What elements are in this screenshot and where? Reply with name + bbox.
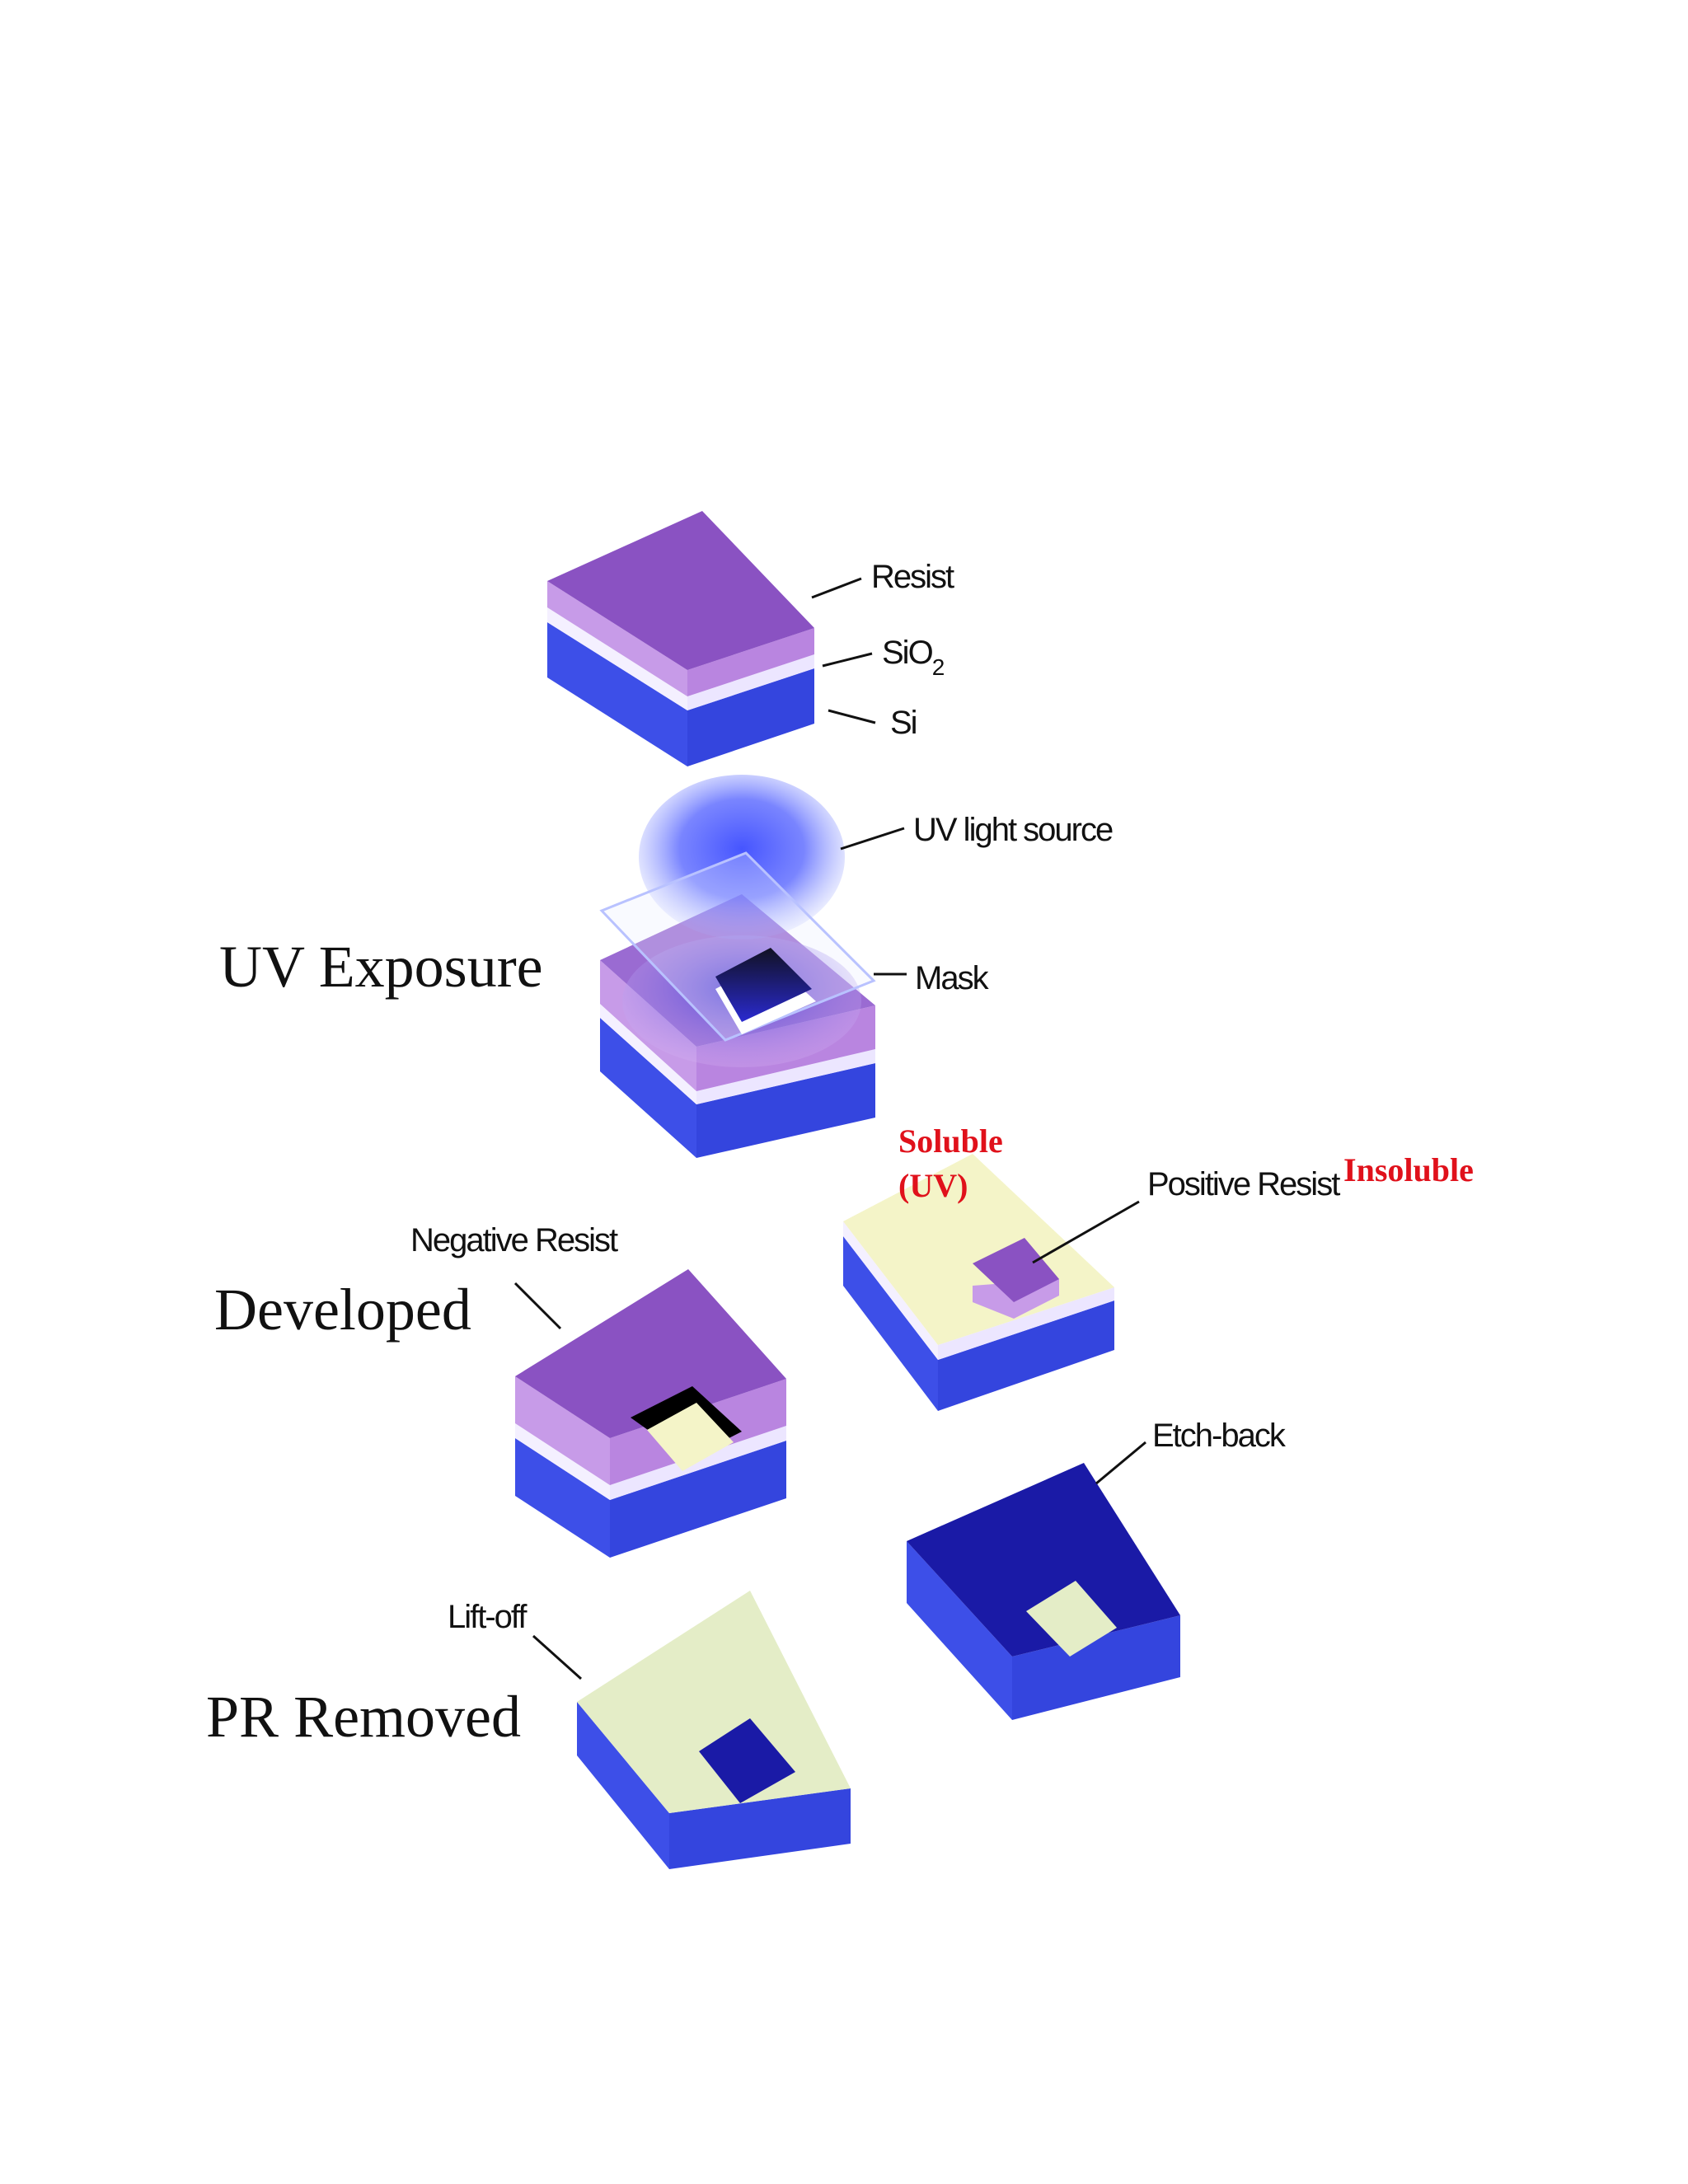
resist-top-face xyxy=(547,511,814,670)
resist-right-face xyxy=(687,628,814,696)
pos-oxide-left-face xyxy=(843,1221,938,1360)
etch-back-stack xyxy=(907,1463,1180,1720)
etch-right-face xyxy=(1012,1615,1180,1720)
resist-callout: Resist xyxy=(871,559,954,595)
soluble-note: Soluble (UV) xyxy=(898,1119,1003,1208)
uv-exposure-stack xyxy=(599,775,876,1158)
stage-label-uv-exposure: UV Exposure xyxy=(219,934,543,1000)
initial-wafer-stack xyxy=(547,511,814,766)
neg-oxide-right-face xyxy=(610,1426,786,1500)
neg-resist-top-face xyxy=(515,1269,786,1438)
neg-window-floor xyxy=(647,1403,734,1471)
lift-off-leader xyxy=(532,1634,583,1680)
pos-si-left-face xyxy=(843,1236,938,1411)
si-leader xyxy=(828,709,876,724)
pos-resist-island-top xyxy=(973,1238,1059,1302)
neg-si-left-face xyxy=(515,1438,610,1558)
etch-oxide-island xyxy=(1026,1581,1117,1657)
etch-back-callout: Etch-back xyxy=(1152,1418,1287,1454)
lift-left-face xyxy=(577,1702,669,1869)
stage-label-pr-removed: PR Removed xyxy=(206,1684,522,1750)
mask-callout: Mask xyxy=(915,960,990,996)
etch-back-leader xyxy=(1095,1441,1146,1485)
lift-right-face xyxy=(669,1788,851,1869)
sio2-callout: SiO2 xyxy=(882,635,945,680)
soluble-note-line2: (UV) xyxy=(898,1167,968,1204)
si-left-face xyxy=(547,622,687,766)
positive-resist-leader xyxy=(1032,1200,1140,1264)
insoluble-note: Insoluble xyxy=(1343,1151,1474,1188)
sio2-left-face xyxy=(547,607,687,710)
resist-leader xyxy=(811,577,862,599)
sio2-right-face xyxy=(687,654,814,710)
mask-opaque-block-top xyxy=(715,948,812,1022)
soluble-note-line1: Soluble xyxy=(898,1122,1003,1160)
pos-si-right-face xyxy=(938,1301,1114,1411)
exp-oxide-right-face xyxy=(696,1049,875,1104)
uv-light-source-callout: UV light source xyxy=(913,812,1113,848)
exp-oxide-left-face xyxy=(600,1004,696,1104)
lift-off-stack xyxy=(577,1591,851,1869)
neg-resist-left-face xyxy=(515,1376,610,1485)
exp-si-right-face xyxy=(696,1063,875,1158)
etch-top-face xyxy=(907,1463,1180,1657)
uv-light-source-icon xyxy=(639,775,845,940)
si-callout: Si xyxy=(890,705,917,741)
lift-window-floor xyxy=(699,1718,795,1803)
neg-oxide-left-face xyxy=(515,1423,610,1500)
pos-oxide-right-face xyxy=(938,1287,1114,1360)
negative-resist-callout: Negative Resist xyxy=(410,1222,618,1258)
exp-si-left-face xyxy=(600,1018,696,1158)
lift-off-callout: Lift-off xyxy=(448,1599,528,1635)
positive-resist-developed-stack xyxy=(843,1154,1114,1411)
resist-left-face xyxy=(547,581,687,696)
etch-left-face xyxy=(907,1541,1012,1720)
sio2-leader xyxy=(822,652,873,668)
neg-si-right-face xyxy=(610,1441,786,1558)
si-right-face xyxy=(687,668,814,766)
negative-resist-leader xyxy=(513,1282,562,1330)
positive-resist-callout: Positive Resist xyxy=(1147,1166,1340,1202)
negative-resist-developed-stack xyxy=(515,1269,786,1558)
stage-label-developed: Developed xyxy=(214,1277,471,1343)
uv-light-source-leader xyxy=(840,827,905,851)
